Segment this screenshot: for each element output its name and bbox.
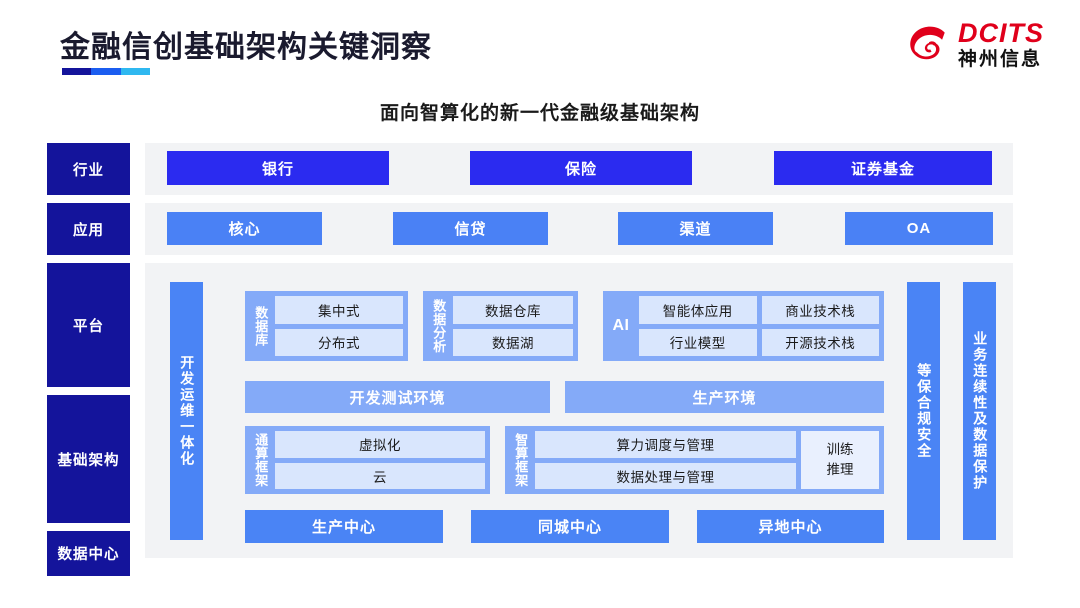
group-intelligent-compute-framework: 智算框架 算力调度与管理 数据处理与管理 训练 推理: [505, 426, 884, 494]
tile-commercial-tech-stack[interactable]: 商业技术栈: [761, 296, 879, 324]
side-label-infrastructure: 基础架构: [47, 395, 130, 523]
tile-data-processing-management[interactable]: 数据处理与管理: [535, 462, 796, 489]
vertical-bar-business-continuity: 业务连续性及数据保护: [963, 282, 996, 540]
datacenter-chip-remote[interactable]: 异地中心: [697, 510, 884, 543]
group-caption-ai: AI: [612, 317, 630, 335]
industry-chip-bank[interactable]: 银行: [167, 151, 389, 185]
group-caption-intelligent-compute-framework: 智算框架: [513, 433, 529, 487]
group-caption-data-analytics: 数据分析: [431, 299, 447, 353]
tile-cloud[interactable]: 云: [275, 462, 485, 489]
env-bar-production[interactable]: 生产环境: [565, 381, 884, 413]
side-label-data-center: 数据中心: [47, 531, 130, 576]
group-data-analytics: 数据分析 数据仓库 数据湖: [423, 291, 578, 361]
side-label-platform: 平台: [47, 263, 130, 387]
logo-text-en: DCITS: [958, 18, 1044, 48]
industry-chip-insurance[interactable]: 保险: [470, 151, 692, 185]
application-chip-oa[interactable]: OA: [845, 212, 993, 245]
tile-distributed[interactable]: 分布式: [275, 328, 403, 356]
industry-chip-securities-fund[interactable]: 证券基金: [774, 151, 992, 185]
application-chip-credit[interactable]: 信贷: [393, 212, 548, 245]
vertical-bar-security-compliance: 等保合规安全: [907, 282, 940, 540]
tile-virtualization[interactable]: 虚拟化: [275, 431, 485, 458]
side-label-industry: 行业: [47, 143, 130, 195]
datacenter-chip-production[interactable]: 生产中心: [245, 510, 443, 543]
group-database: 数据库 集中式 分布式: [245, 291, 408, 361]
page-title: 金融信创基础架构关键洞察: [60, 31, 432, 64]
group-general-compute-framework: 通算框架 虚拟化 云: [245, 426, 490, 494]
tile-inference-label: 推理: [826, 462, 854, 477]
dcits-swirl-icon: [910, 26, 945, 59]
logo-text-cn: 神州信息: [958, 49, 1043, 70]
title-accent-rule: [62, 68, 150, 75]
tile-agent-application[interactable]: 智能体应用: [639, 296, 757, 324]
diagram-subtitle: 面向智算化的新一代金融级基础架构: [379, 103, 700, 124]
env-bar-dev-test[interactable]: 开发测试环境: [245, 381, 550, 413]
application-chip-core[interactable]: 核心: [167, 212, 322, 245]
tile-centralized[interactable]: 集中式: [275, 296, 403, 324]
tile-training-label: 训练: [826, 442, 854, 458]
tile-industry-model[interactable]: 行业模型: [639, 328, 757, 356]
tile-data-lake[interactable]: 数据湖: [453, 328, 573, 356]
tile-compute-scheduling-management[interactable]: 算力调度与管理: [535, 431, 796, 458]
tile-training-inference[interactable]: 训练 推理: [801, 431, 879, 489]
vertical-bar-devops: 开发运维一体化: [170, 282, 203, 540]
industry-row-panel: 银行 保险 证券基金: [145, 143, 1013, 195]
group-caption-general-compute-framework: 通算框架: [253, 433, 269, 487]
group-ai: AI 智能体应用 商业技术栈 行业模型 开源技术栈: [603, 291, 884, 361]
tile-data-warehouse[interactable]: 数据仓库: [453, 296, 573, 324]
application-chip-channel[interactable]: 渠道: [618, 212, 773, 245]
platform-infrastructure-panel: 开发运维一体化 等保合规安全 数据库 集中式 分布式 数据分析 数据仓库: [145, 263, 1013, 558]
tile-opensource-tech-stack[interactable]: 开源技术栈: [761, 328, 879, 356]
group-caption-database: 数据库: [253, 305, 269, 347]
datacenter-chip-same-city[interactable]: 同城中心: [471, 510, 669, 543]
application-row-panel: 核心 信贷 渠道 OA: [145, 203, 1013, 255]
side-label-application: 应用: [47, 203, 130, 255]
brand-logo: DCITS 神州信息: [906, 20, 1044, 69]
